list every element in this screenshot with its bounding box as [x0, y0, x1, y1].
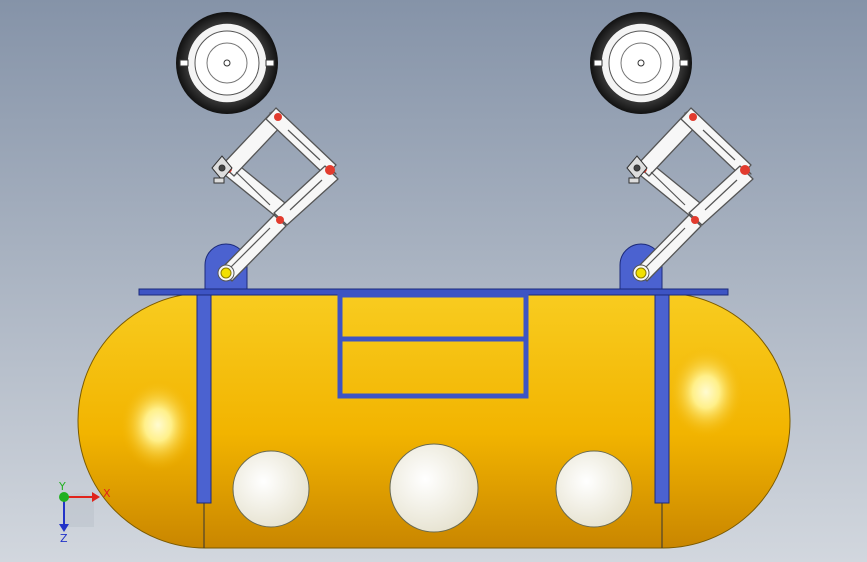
- wheel-left: [176, 12, 278, 114]
- pin-right-upper: [689, 113, 697, 121]
- tank-frame: [138, 288, 729, 548]
- triad-y-axis: [59, 492, 69, 502]
- pin-left-elbow: [325, 165, 335, 175]
- pin-right-mid: [691, 216, 699, 224]
- strap-right: [654, 294, 670, 504]
- triad-z-label: Z: [60, 532, 68, 545]
- window-center: [389, 443, 479, 533]
- coordinate-triad[interactable]: X Y Z: [58, 480, 111, 545]
- window-left: [232, 450, 310, 528]
- hatch-frame: [337, 292, 529, 399]
- strap-left: [196, 294, 212, 504]
- tank-windows: [232, 443, 633, 533]
- pin-left-mid: [276, 216, 284, 224]
- triad-y-label: Y: [58, 480, 66, 493]
- window-right: [555, 450, 633, 528]
- arm-assembly-right: [590, 12, 754, 290]
- pin-left-upper: [274, 113, 282, 121]
- wheel-right: [590, 12, 692, 114]
- arm-assembly-left: [176, 12, 339, 290]
- triad-x-label: X: [103, 487, 111, 500]
- clamp-left: [211, 155, 233, 184]
- pin-right-elbow: [740, 165, 750, 175]
- tank-highlight-left: [120, 379, 196, 471]
- clamp-right: [626, 155, 648, 184]
- tank-highlight-right: [668, 346, 744, 438]
